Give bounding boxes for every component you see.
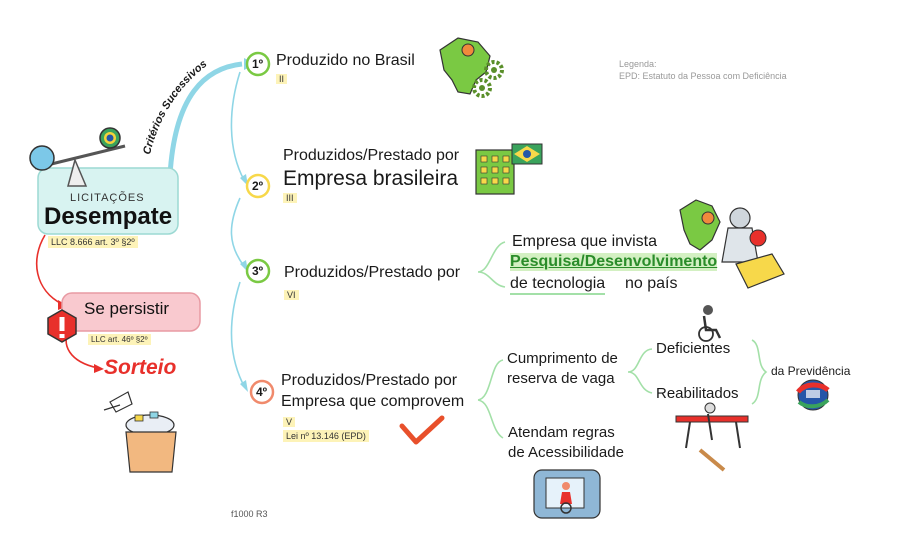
wheelchair-icon: [698, 305, 722, 342]
circle-3: [245, 258, 271, 284]
num-3: 3º: [252, 264, 264, 278]
arrow-2-3: [230, 197, 245, 267]
legend-title: Legenda:: [619, 59, 657, 69]
criterios-text: Critérios Sucessivos: [141, 58, 209, 156]
arrow-box-persist: [35, 234, 63, 305]
circle-1: [245, 51, 271, 77]
arrow-3-4: [230, 281, 245, 387]
num-2: 2º: [252, 179, 264, 193]
criterion-4-ref: Lei nº 13.146 (EPD): [283, 430, 369, 442]
branch3-line1: Empresa que invista: [512, 233, 657, 250]
branch3-line3b: no país: [625, 275, 678, 292]
previdencia-label: da Previdência: [771, 364, 851, 378]
criterion-4-roman: V: [283, 417, 296, 427]
criterion-1-roman: II: [276, 74, 288, 84]
box-title: Desempate: [44, 203, 173, 230]
num-4: 4º: [256, 385, 268, 399]
criterion-1-text: Produzido no Brasil: [276, 52, 415, 69]
branch3-line3a: de tecnologia: [510, 275, 606, 295]
criterion-2-roman: III: [283, 193, 297, 203]
branch-4: [477, 359, 504, 439]
research-icon: [679, 199, 785, 289]
previdencia-logo-icon: [796, 379, 830, 411]
building-flag-icon: [475, 143, 543, 195]
reserva-line1: Cumprimento de: [507, 350, 618, 367]
deficientes-label: Deficientes: [656, 340, 731, 357]
criterion-2-line2: Empresa brasileira: [283, 167, 459, 190]
lottery-pot-icon: [103, 391, 177, 473]
branch3-line2: Pesquisa/Desenvolvimento: [510, 253, 718, 271]
svg-text:Critérios Sucessivos: Critérios Sucessivos: [141, 58, 209, 156]
circle-2: [245, 173, 271, 199]
branch-reserva: [627, 348, 653, 394]
legend: Legenda: EPD: Estatuto da Pessoa com Def…: [619, 58, 787, 82]
circle-4: [249, 379, 275, 405]
rehabilitation-icon: [675, 402, 749, 472]
persist-ref: LLC art. 46º §2º: [88, 334, 151, 345]
arrow-to-first: [167, 61, 243, 176]
warning-icon: [47, 309, 77, 343]
brazil-gears-icon: [439, 37, 504, 98]
reabilitados-label: Reabilitados: [656, 385, 739, 402]
arrow-1-2: [230, 71, 245, 181]
sorteio-label: Sorteio: [104, 356, 177, 379]
criterion-4-line1: Produzidos/Prestado por: [281, 372, 458, 389]
acessibilidade-line2: de Acessibilidade: [508, 444, 624, 461]
persist-label: Se persistir: [84, 299, 170, 318]
accessibility-van-icon: [533, 469, 601, 519]
criterion-4-line2: Empresa que comprovem: [281, 393, 465, 410]
scale-icon: [29, 127, 126, 187]
bracket-previdencia: [751, 339, 768, 405]
criterion-3-text: Produzidos/Prestado por: [284, 264, 461, 281]
acessibilidade-line1: Atendam regras: [508, 424, 615, 441]
criterion-2-line1: Produzidos/Prestado por: [283, 147, 460, 164]
criterios-label: Critérios Sucessivos: [141, 58, 209, 156]
legend-text: EPD: Estatuto da Pessoa com Deficiência: [619, 71, 787, 81]
box-line1: LICITAÇÕES: [70, 192, 145, 204]
box-ref: LLC 8.666 art. 3º §2º: [48, 236, 138, 248]
branch-3: [477, 241, 506, 288]
reserva-line2: reserva de vaga: [507, 370, 615, 387]
criterion-3-roman: VI: [284, 290, 299, 300]
num-1: 1º: [252, 57, 264, 71]
footer-code: f1000 R3: [231, 509, 268, 519]
checkmark-icon: [399, 415, 445, 445]
